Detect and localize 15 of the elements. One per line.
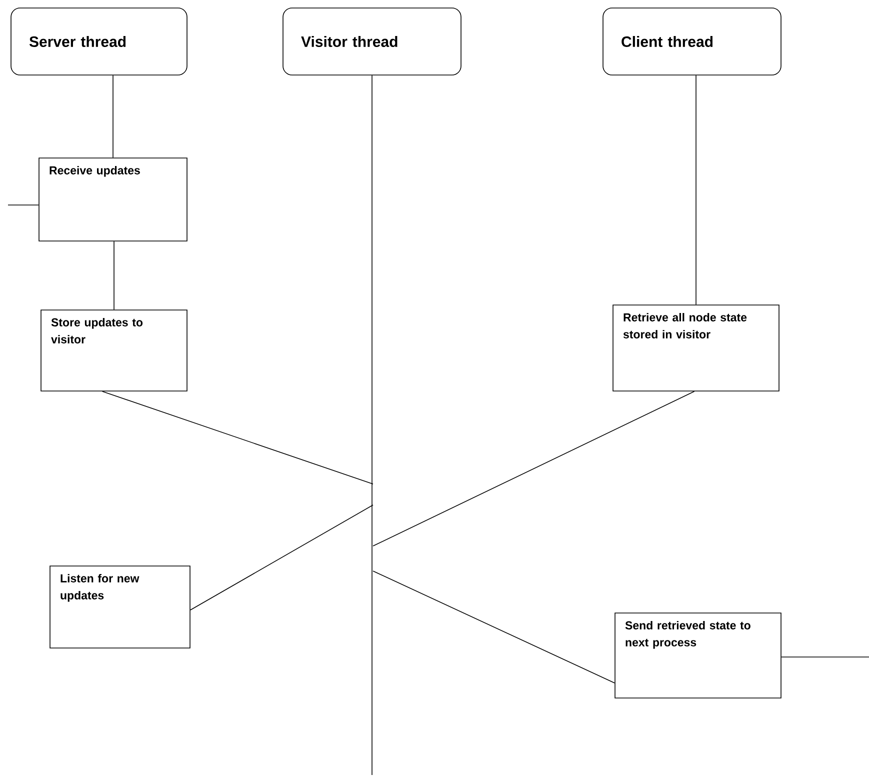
connector-line xyxy=(372,391,695,546)
process-box: Receive updates xyxy=(38,158,188,242)
connector-line xyxy=(102,391,374,484)
process-box: Retrieve all node state stored in visitor xyxy=(612,304,780,392)
connector-line xyxy=(372,570,615,684)
thread-box: Server thread xyxy=(10,8,188,76)
connector-line xyxy=(8,204,39,206)
thread-box: Client thread xyxy=(602,8,782,76)
connector-line xyxy=(112,75,114,158)
process-box: Send retrieved state to next process xyxy=(614,612,782,698)
connector-line xyxy=(190,504,374,610)
process-box: Store updates to visitor xyxy=(40,310,188,392)
thread-box: Visitor thread xyxy=(282,8,462,76)
process-box: Listen for new updates xyxy=(50,566,190,648)
connector-line xyxy=(781,656,869,658)
